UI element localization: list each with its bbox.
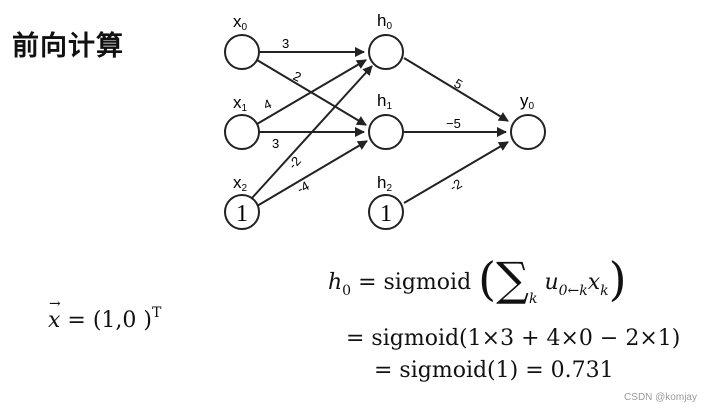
edge-h0-y0 xyxy=(403,57,509,122)
weight-x0-h0: 3 xyxy=(282,36,289,51)
sum-icon: ∑ xyxy=(496,252,529,306)
vector-x-symbol: → x xyxy=(48,296,61,333)
label-x0: x0 xyxy=(233,12,248,33)
node-x1 xyxy=(224,114,260,150)
label-x1: x1 xyxy=(233,93,248,114)
weight-x0-h1: 2 xyxy=(291,68,304,85)
neural-network-diagram: 3 2 4 3 -2 -4 5 −5 -2 1 x0 x1 x2 1 h0 h1… xyxy=(224,11,546,230)
weight-h0-y0: 5 xyxy=(452,76,466,93)
node-x2-bias xyxy=(224,194,260,230)
xk-var: x xyxy=(587,270,601,295)
weight-x2-h0: -2 xyxy=(285,153,304,172)
label-y0: y0 xyxy=(520,91,535,112)
weight-h2-y0: -2 xyxy=(447,176,465,195)
equation-h0-result: = sigmoid(1) = 0.731 xyxy=(374,358,614,383)
edge-h2-y0 xyxy=(403,141,509,204)
weight-x1-h1: 3 xyxy=(272,136,279,151)
h0-var: h xyxy=(328,270,343,295)
equation-h0-definition: h0 = sigmoid (∑k u0←kxk) xyxy=(328,256,627,307)
eq1-sigmoid: = sigmoid xyxy=(351,270,472,295)
input-vector-equation: → x = (1,0 )T xyxy=(48,296,162,333)
edge-x2-h1 xyxy=(256,140,368,207)
node-h0 xyxy=(368,34,404,70)
u-var: u xyxy=(544,270,559,295)
label-h1: h1 xyxy=(377,91,392,112)
node-h2-bias xyxy=(368,194,404,230)
bias-h2-value: 1 xyxy=(380,201,392,227)
left-paren: ( xyxy=(478,252,497,306)
edge-x1-h0 xyxy=(256,59,367,125)
vector-value: = (1,0 ) xyxy=(67,308,152,333)
xk-sub: k xyxy=(600,283,609,299)
sum-index: k xyxy=(528,291,538,307)
label-h2: h2 xyxy=(377,173,392,194)
watermark: CSDN @komjay xyxy=(624,392,697,403)
slide-title: 前向计算 xyxy=(12,31,124,62)
h0-sub: 0 xyxy=(342,283,352,299)
weight-h1-y0: −5 xyxy=(446,116,461,131)
equation-h0-substituted: = sigmoid(1×3 + 4×0 − 2×1) xyxy=(346,326,681,351)
weight-x2-h1: -4 xyxy=(294,178,311,197)
bias-x2-value: 1 xyxy=(236,201,248,227)
right-paren: ) xyxy=(608,252,627,306)
node-y0 xyxy=(510,114,546,150)
label-x2: x2 xyxy=(233,173,248,194)
vector-arrow-icon: → xyxy=(49,296,61,312)
node-x0 xyxy=(224,34,260,70)
weight-x1-h0: 4 xyxy=(261,96,274,113)
node-h1 xyxy=(368,114,404,150)
label-h0: h0 xyxy=(377,11,392,32)
edge-x2-h0 xyxy=(251,65,373,199)
vector-transpose: T xyxy=(152,305,162,321)
u-sub: 0←k xyxy=(558,283,588,299)
